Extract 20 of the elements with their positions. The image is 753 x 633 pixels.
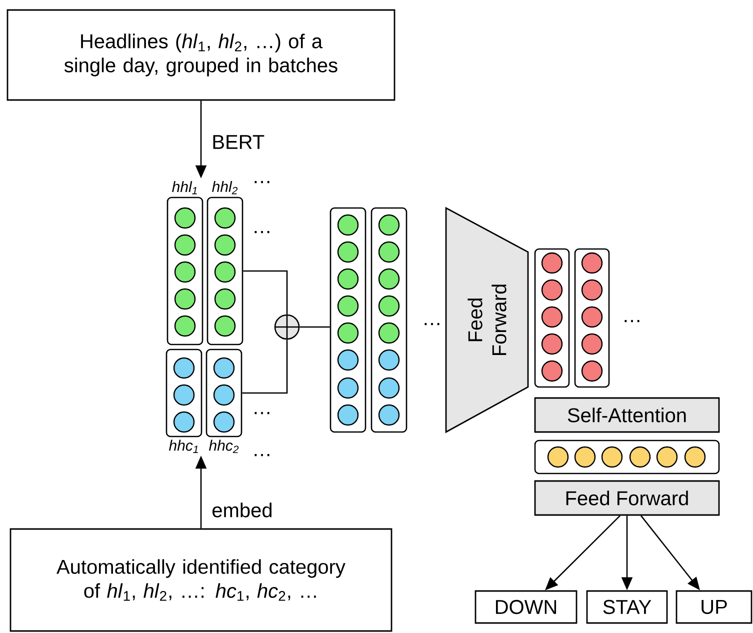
- edge-label: embed: [210, 502, 274, 518]
- vector-column: hhc$_{2}$: [206, 348, 242, 454]
- ellipsis: …: [254, 230, 270, 234]
- vector-column: hhl$_{1}$: [166, 181, 204, 346]
- ellipsis: …: [254, 412, 270, 414]
- ellipsis: …: [624, 320, 640, 322]
- ellipsis: …: [254, 454, 270, 456]
- output-box: STAY: [586, 590, 668, 624]
- layer-box: Feed Forward: [534, 480, 720, 516]
- edge-label: BERT: [210, 134, 266, 150]
- vector-column: hhl$_{2}$: [206, 180, 244, 346]
- output-box: DOWN: [474, 590, 578, 624]
- text-box: Automatically identified category of hl$_{1}$, hl$_{2}$, …: hc$_{1}$, hc$_{2}$, …: [10, 528, 392, 632]
- sum-symbol: [274, 314, 300, 340]
- text-box: Headlines (hl$_{1}$, hl$_{2}$, …) of a single day, grouped in batches: [6, 9, 396, 101]
- layer-box: Self-Attention: [534, 397, 720, 433]
- output-box: UP: [676, 590, 752, 624]
- ellipsis: …: [424, 322, 440, 326]
- vector-column: hhc$_{1}$: [166, 348, 202, 453]
- ellipsis: …: [254, 180, 270, 184]
